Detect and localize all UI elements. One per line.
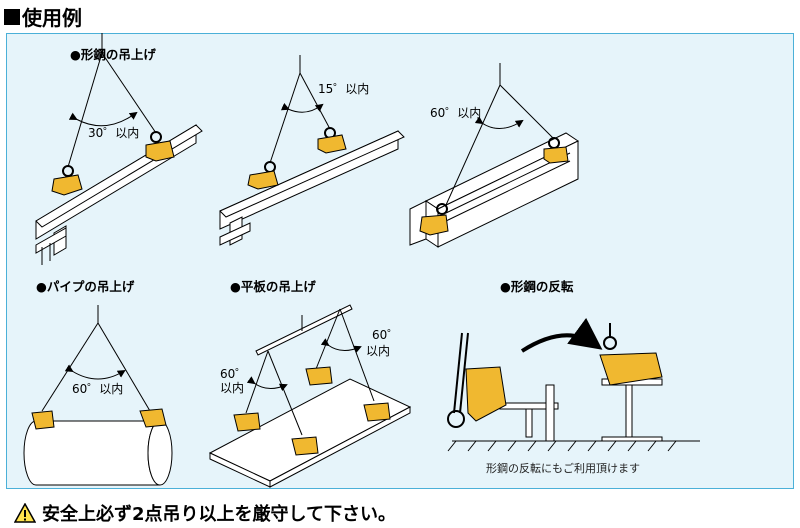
clamp-icon — [291, 436, 319, 456]
scene-reverse — [447, 317, 700, 452]
heading-pipe: ●パイプの吊上げ — [36, 279, 135, 294]
clamp-icon — [419, 203, 449, 236]
angle-label-15: 15゜以内 — [318, 82, 370, 96]
reverse-note: 形鋼の反転にもご利用頂けます — [486, 462, 640, 475]
warning-line: 安全上必ず2点吊り以上を厳守して下さい。 — [14, 500, 396, 526]
clamp-icon — [599, 352, 663, 386]
clamp-icon — [139, 408, 167, 428]
clamp-icon — [317, 127, 347, 154]
clamp-icon — [247, 161, 279, 190]
heading-shape-steel: ●形鋼の吊上げ — [70, 47, 156, 62]
clamp-icon — [465, 366, 507, 422]
warning-triangle-icon — [14, 503, 36, 523]
heading-reverse: ●形鋼の反転 — [500, 279, 574, 294]
scene-plate-60 — [208, 304, 412, 488]
clamp-icon — [305, 366, 333, 386]
scene-shape-steel-15 — [219, 55, 405, 246]
page-title: 使用例 — [4, 2, 82, 31]
usage-illustrations — [23, 33, 700, 488]
clamp-icon — [31, 410, 55, 430]
scene-shape-steel-60 — [409, 63, 580, 248]
angle-label-plate-right-unit: 以内 — [366, 344, 391, 358]
clamp-icon — [543, 137, 569, 164]
clamp-icon — [145, 131, 175, 162]
angle-label-30: 30゜以内 — [88, 126, 140, 140]
warning-text: 安全上必ず2点吊り以上を厳守して下さい。 — [42, 504, 396, 525]
scene-shape-steel-30 — [35, 33, 203, 265]
clamp-icon — [363, 402, 391, 422]
angle-label-plate-left-unit: 以内 — [220, 381, 245, 395]
clamp-icon — [51, 165, 83, 196]
angle-label-60-channel: 60゜以内 — [430, 106, 482, 120]
title-text: 使用例 — [22, 6, 82, 30]
angle-label-60-pipe: 60゜以内 — [72, 382, 124, 396]
clamp-icon — [233, 412, 261, 432]
angle-label-60-plate-left: 60゜ — [220, 367, 248, 381]
angle-label-60-plate-right: 60゜ — [372, 328, 400, 342]
heading-plate: ●平板の吊上げ — [230, 279, 316, 294]
scene-pipe-60 — [23, 305, 173, 486]
title-square-icon — [4, 8, 20, 25]
